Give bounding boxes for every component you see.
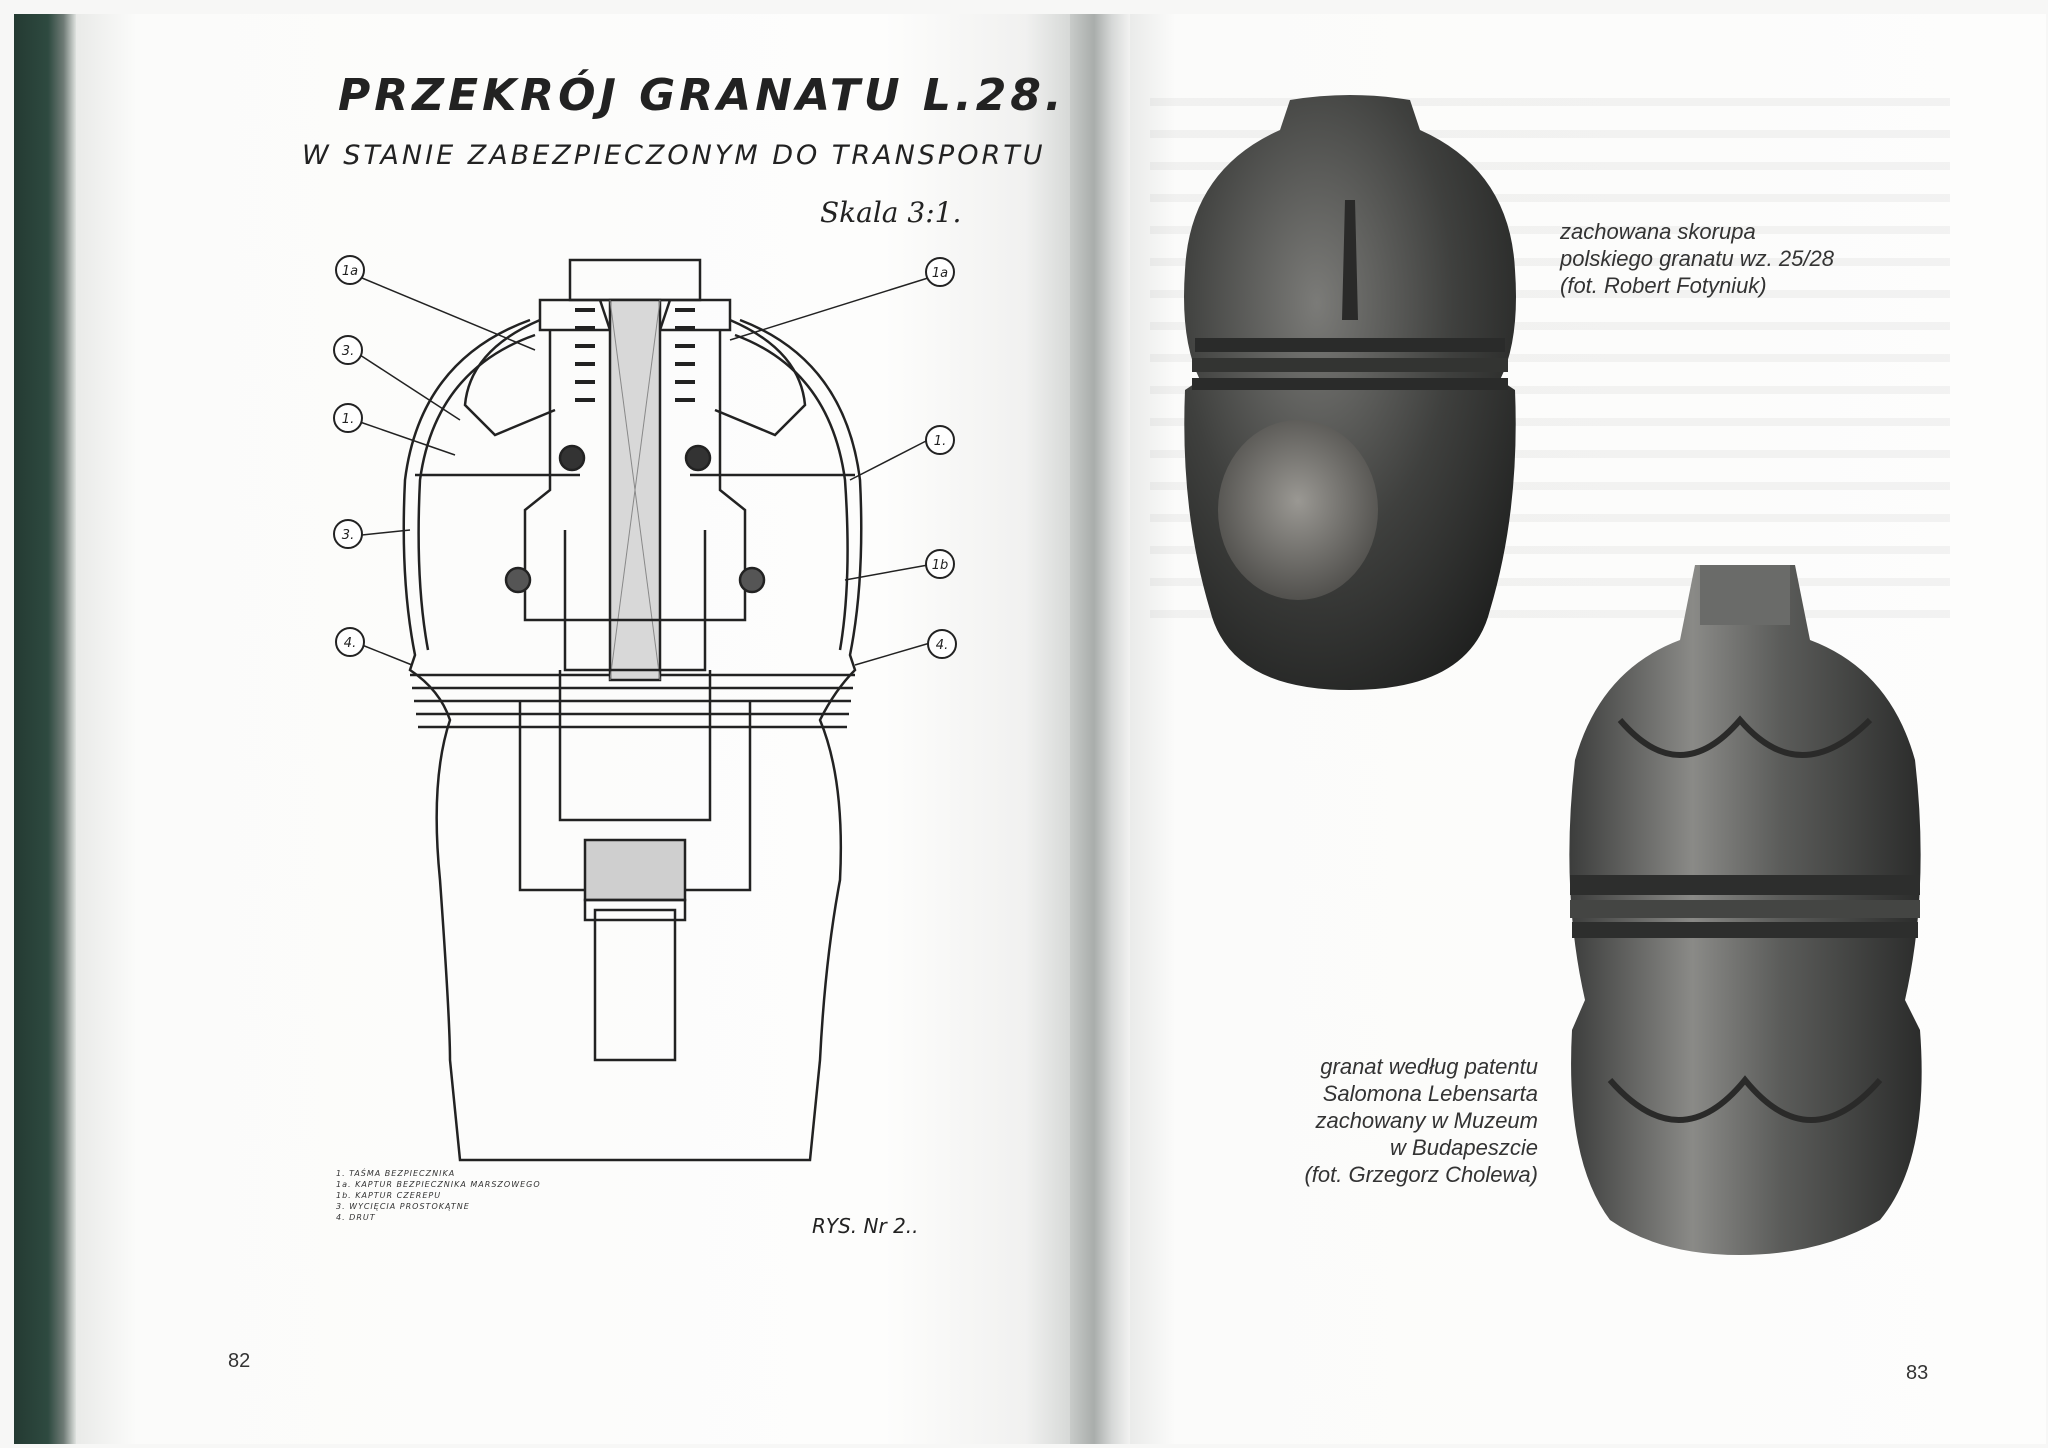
legend-item: 4. DRUT [336,1213,376,1222]
svg-text:1.: 1. [934,434,946,449]
callout-1a-left: 1a [335,255,365,285]
svg-text:1.: 1. [342,412,354,427]
callout-3-upper: 3. [333,335,363,365]
lebensart-grenade-photo [1569,565,1922,1255]
grenade-cross-section-drawing: 1a 3. 1. 3. 4. 1a 1. 1b 4. [333,255,957,1162]
grenade-outer-body [402,318,863,1162]
callout-1b-right: 1b [925,549,955,579]
page-number-right: 83 [1906,1362,1929,1384]
caption-top: zachowana skorupa polskiego granatu wz. … [1560,218,1834,299]
page-number-left: 82 [228,1350,251,1372]
callout-3-lower: 3. [333,519,363,549]
callout-4-right: 4. [927,629,957,659]
drawing-subtitle: W STANIE ZABEZPIECZONYM DO TRANSPORTU [302,140,1046,171]
svg-text:3.: 3. [342,344,354,359]
caption-line: zachowana skorupa [1560,219,1756,244]
svg-text:4.: 4. [936,638,948,653]
svg-text:4.: 4. [344,636,356,651]
svg-text:3.: 3. [342,528,354,543]
svg-text:1b: 1b [932,558,949,573]
drawing-scale: Skala 3:1. [820,196,962,229]
svg-text:1a: 1a [342,264,358,279]
caption-line: (fot. Robert Fotyniuk) [1560,273,1767,298]
callout-1-left: 1. [333,403,363,433]
caption-line: granat według patentu [1320,1054,1538,1079]
fuze-spring [575,308,695,402]
caption-line: w Budapeszcie [1390,1135,1538,1160]
book-gutter [1070,14,1130,1444]
svg-text:1a: 1a [932,266,948,281]
caption-line: Salomona Lebensarta [1322,1081,1538,1106]
drawing-title: PRZEKRÓJ GRANATU L.28. [338,70,1066,121]
book-cover-edge [14,14,76,1444]
caption-line: polskiego granatu wz. 25/28 [1560,246,1834,271]
grenade-shell-photo [1184,95,1516,690]
legend-item: 3. WYCIĘCIA PROSTOKĄTNE [336,1202,470,1211]
legend-item: 1. TAŚMA BEZPIECZNIKA [336,1169,456,1178]
callout-1-right: 1. [925,425,955,455]
callout-4-left: 4. [335,627,365,657]
caption-line: zachowany w Muzeum [1315,1108,1538,1133]
figure-label: RYS. Nr 2.. [812,1214,919,1238]
caption-bottom: granat według patentu Salomona Lebensart… [1290,1053,1538,1188]
callout-1a-right: 1a [925,257,955,287]
left-page [76,14,1086,1444]
fuze-cap [568,258,702,302]
detonator-tube [558,670,712,822]
legend-item: 1b. KAPTUR CZEREPU [336,1191,442,1200]
drawing-legend: 1. TAŚMA BEZPIECZNIKA 1a. KAPTUR BEZPIEC… [336,1168,541,1223]
caption-line: (fot. Grzegorz Cholewa) [1304,1162,1538,1187]
legend-item: 1a. KAPTUR BEZPIECZNIKA MARSZOWEGO [336,1180,541,1189]
